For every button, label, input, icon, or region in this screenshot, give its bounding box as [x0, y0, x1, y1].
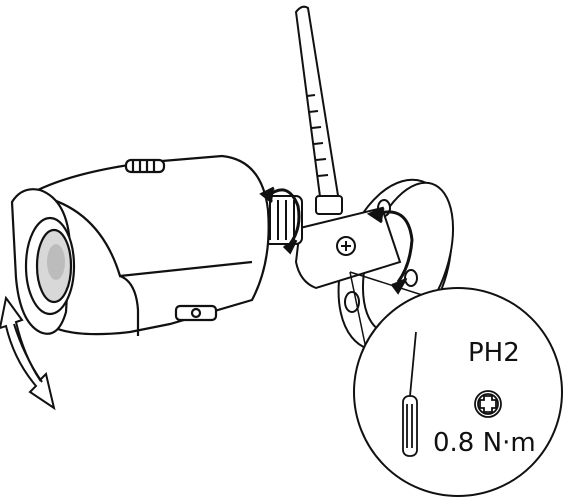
screwdriver-type-label: PH2	[468, 338, 520, 368]
rotation-arrow-icon	[259, 186, 301, 255]
rotation-arrow-icon	[366, 206, 414, 295]
callout-circle	[353, 287, 563, 497]
sunshade-and-lens	[10, 188, 76, 335]
phillips-screw-icon	[474, 390, 502, 418]
mount-arm	[294, 206, 402, 290]
screwdriver-icon	[402, 331, 418, 457]
tilt-arrow-icon	[0, 295, 56, 411]
callout-zoom: PH2 0.8 N·m	[349, 271, 563, 497]
antenna	[294, 5, 343, 215]
camera-body	[28, 154, 270, 336]
torque-label: 0.8 N·m	[433, 428, 536, 458]
top-screw	[124, 158, 166, 174]
